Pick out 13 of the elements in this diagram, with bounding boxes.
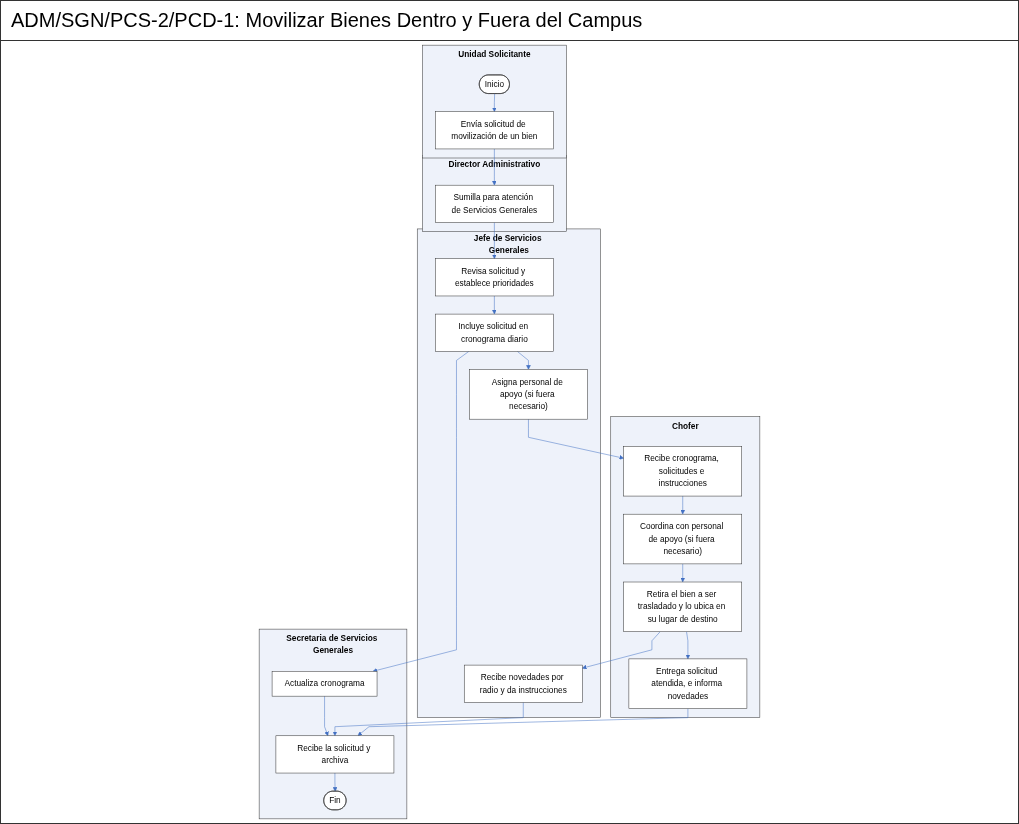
node-box: Actualiza cronograma (271, 671, 378, 697)
node-box: Sumilla para atención de Servicios Generales (435, 184, 554, 223)
node-box: Asigna personal de apoyo (si fuera necesario) (469, 369, 588, 420)
node-box: Retira el bien a ser trasladado y lo ubica en su lugar de destino (623, 581, 742, 632)
node-box: Incluye solicitud en cronograma diario (435, 313, 554, 352)
node-box: Recibe la solicitud y archiva (275, 735, 395, 774)
node-box: Recibe novedades por radio y da instrucciones (464, 664, 583, 703)
diagram-title: ADM/SGN/PCS-2/PCD-1: Movilizar Bienes Dentro y Fuera del Campus (1, 1, 1018, 41)
node-box: Entrega solicitud atendida, e informa novedades (628, 658, 748, 709)
node-box: Envía solicitud de movilización de un bien (435, 111, 554, 150)
node-box: Revisa solicitud y establece prioridades (435, 258, 554, 297)
node-box: Coordina con personal de apoyo (si fuera necesario) (623, 513, 742, 565)
node-box: Recibe cronograma, solicitudes e instrucciones (623, 446, 742, 497)
